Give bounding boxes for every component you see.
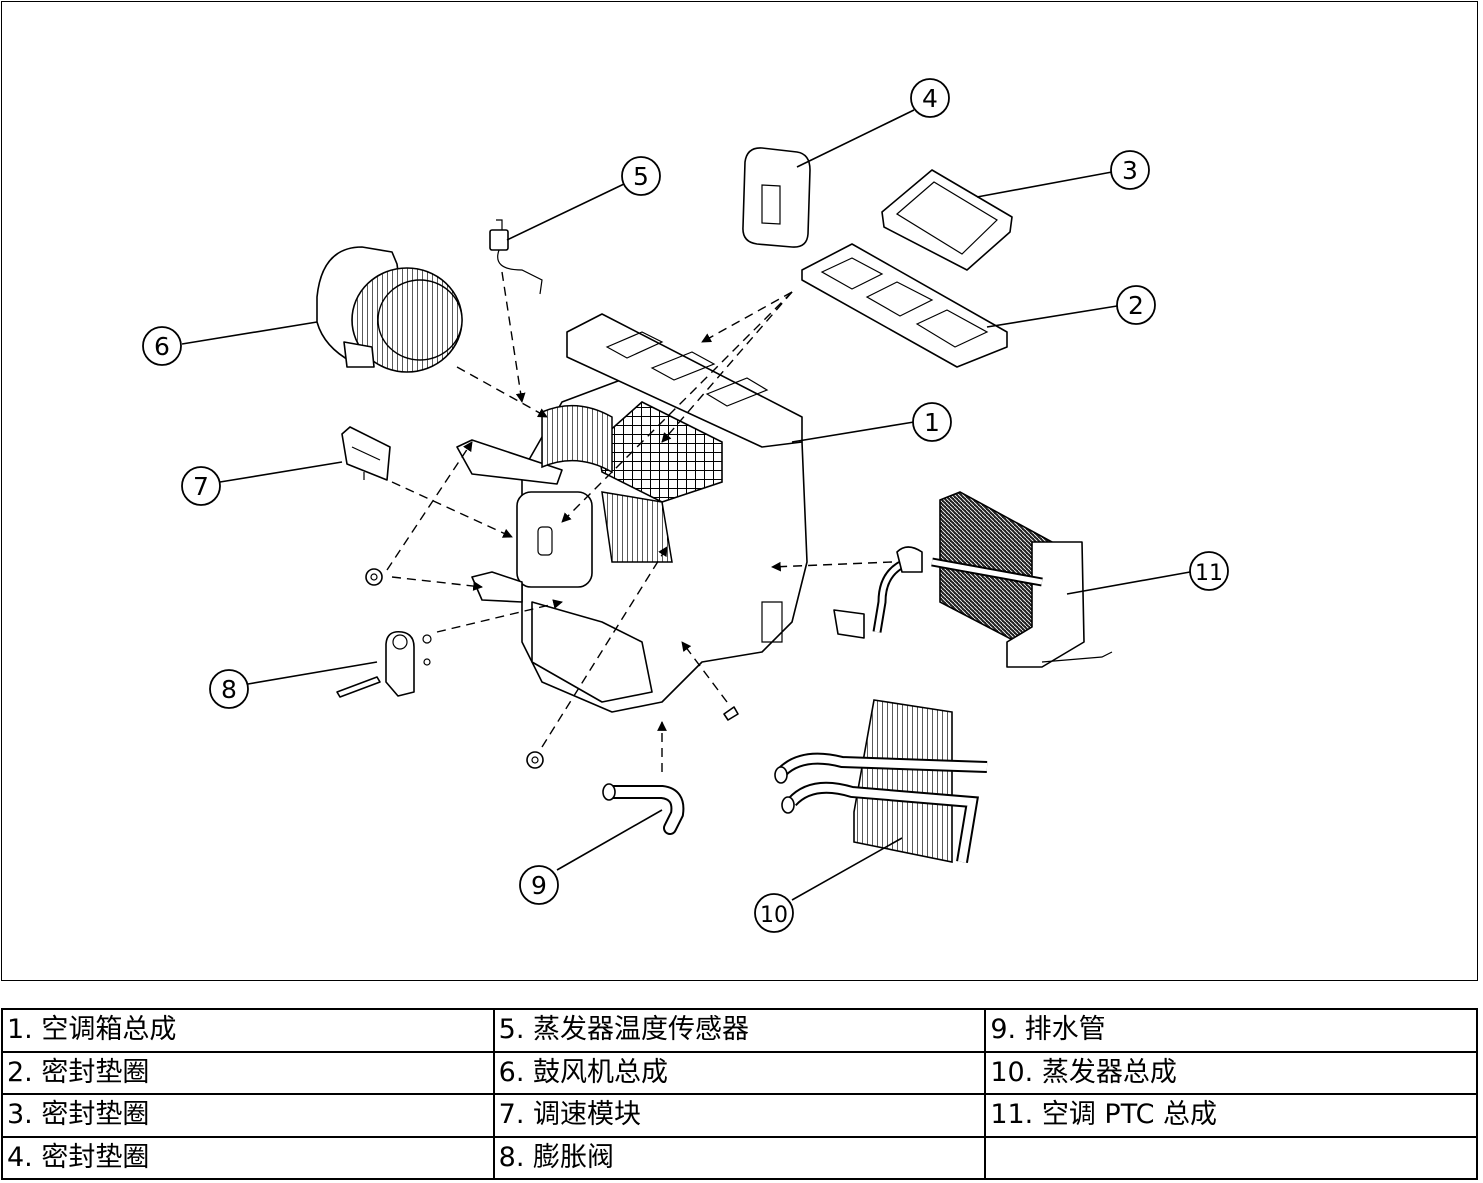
evaporator-10-part bbox=[774, 699, 988, 863]
legend-cell: 7. 调速模块 bbox=[492, 1093, 987, 1138]
assembly-lines bbox=[386, 271, 893, 772]
legend-row: 2. 密封垫圈 6. 鼓风机总成 10. 蒸发器总成 bbox=[1, 1050, 1478, 1095]
drain-pipe-9-part bbox=[602, 783, 685, 835]
svg-text:8: 8 bbox=[221, 675, 237, 704]
parts-legend-table: 1. 空调箱总成 5. 蒸发器温度传感器 9. 排水管 2. 密封垫圈 6. 鼓… bbox=[1, 1008, 1478, 1180]
callout-11: 11 bbox=[1189, 551, 1229, 591]
svg-text:4: 4 bbox=[922, 84, 938, 113]
svg-text:11: 11 bbox=[1195, 561, 1223, 586]
ptc-11-part bbox=[833, 491, 1113, 668]
svg-text:3: 3 bbox=[1122, 156, 1138, 185]
callout-9: 9 bbox=[519, 865, 559, 905]
svg-text:7: 7 bbox=[193, 472, 209, 501]
callout-10: 10 bbox=[754, 893, 794, 933]
callout-8: 8 bbox=[209, 669, 249, 709]
callout-5: 5 bbox=[621, 156, 661, 196]
o-rings bbox=[365, 568, 739, 769]
callout-3: 3 bbox=[1110, 150, 1150, 190]
callout-6: 6 bbox=[142, 326, 182, 366]
svg-text:1: 1 bbox=[924, 408, 940, 437]
legend-cell bbox=[984, 1135, 1478, 1180]
exploded-diagram: 1 2 3 4 5 6 7 8 9 10 11 bbox=[1, 1, 1478, 981]
svg-text:6: 6 bbox=[154, 332, 170, 361]
hvac-housing-part bbox=[456, 313, 808, 713]
callout-4: 4 bbox=[910, 78, 950, 118]
gasket-2-part bbox=[801, 243, 1008, 368]
legend-cell: 4. 密封垫圈 bbox=[1, 1135, 495, 1180]
leader-lines bbox=[181, 109, 1191, 901]
gasket-4-part bbox=[742, 147, 811, 248]
gasket-3-part bbox=[881, 169, 1013, 271]
legend-cell: 3. 密封垫圈 bbox=[1, 1093, 495, 1138]
sensor-5-part bbox=[489, 219, 543, 295]
svg-text:5: 5 bbox=[633, 162, 649, 191]
svg-text:10: 10 bbox=[760, 903, 788, 928]
legend-cell: 10. 蒸发器总成 bbox=[984, 1050, 1478, 1095]
diagram-canvas: 1 2 3 4 5 6 7 8 9 10 11 bbox=[142, 78, 1229, 933]
legend-cell: 11. 空调 PTC 总成 bbox=[984, 1093, 1478, 1138]
legend-cell: 8. 膨胀阀 bbox=[492, 1135, 987, 1180]
legend-row: 4. 密封垫圈 8. 膨胀阀 bbox=[1, 1135, 1478, 1180]
legend-cell: 2. 密封垫圈 bbox=[1, 1050, 495, 1095]
legend-cell: 5. 蒸发器温度传感器 bbox=[492, 1008, 987, 1053]
svg-text:2: 2 bbox=[1128, 291, 1144, 320]
svg-text:9: 9 bbox=[531, 871, 547, 900]
callout-2: 2 bbox=[1116, 285, 1156, 325]
speed-module-7-part bbox=[341, 426, 391, 481]
callout-1: 1 bbox=[912, 402, 952, 442]
legend-row: 1. 空调箱总成 5. 蒸发器温度传感器 9. 排水管 bbox=[1, 1008, 1478, 1053]
expansion-valve-8-part bbox=[336, 630, 432, 698]
legend-row: 3. 密封垫圈 7. 调速模块 11. 空调 PTC 总成 bbox=[1, 1093, 1478, 1138]
legend-cell: 9. 排水管 bbox=[984, 1008, 1478, 1053]
legend-cell: 6. 鼓风机总成 bbox=[492, 1050, 987, 1095]
legend-cell: 1. 空调箱总成 bbox=[1, 1008, 495, 1053]
callout-7: 7 bbox=[181, 466, 221, 506]
blower-6-part bbox=[316, 246, 463, 373]
